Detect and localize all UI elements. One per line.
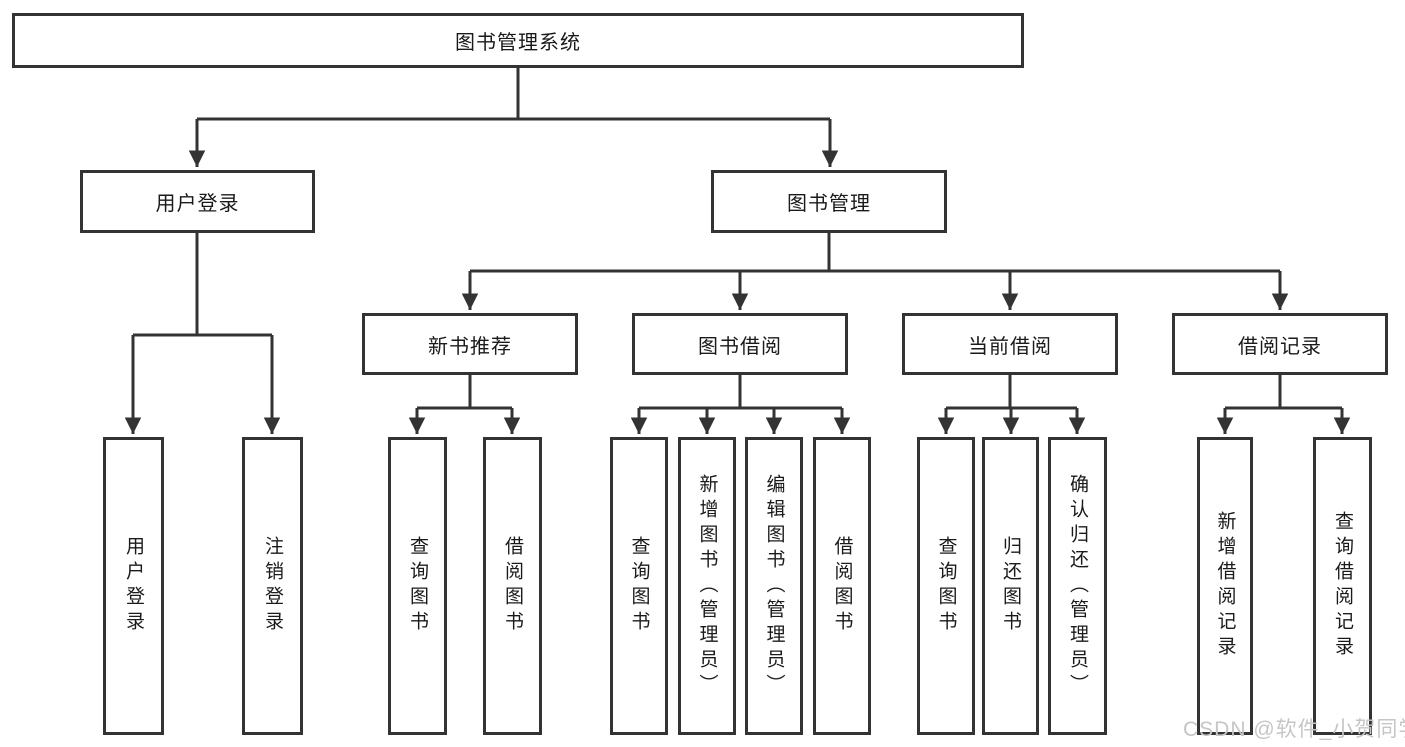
node-leaf-confirm-return-admin: 确认归还（管理员）	[1048, 437, 1107, 735]
node-root-system: 图书管理系统	[12, 13, 1024, 68]
node-label: 查询图书	[935, 536, 957, 636]
node-label: 图书借阅	[698, 335, 782, 358]
node-label: 用户登录	[155, 193, 240, 215]
node-leaf-query-books-3: 查询图书	[917, 437, 975, 735]
node-label: 借阅图书	[502, 536, 523, 636]
node-leaf-logout: 注销登录	[242, 437, 303, 735]
node-new-book-recommend: 新书推荐	[362, 313, 578, 375]
node-label: 注销登录	[262, 536, 283, 636]
node-book-management-branch: 图书管理	[711, 170, 947, 233]
node-label: 新增借阅记录	[1214, 511, 1236, 661]
node-book-borrow: 图书借阅	[632, 313, 848, 375]
node-label: 借阅图书	[831, 536, 853, 636]
node-leaf-return-books: 归还图书	[982, 437, 1039, 735]
node-label: 用户登录	[123, 536, 144, 636]
csdn-watermark: CSDN @软件_小贺同学	[1183, 718, 1405, 741]
node-leaf-query-borrow-record: 查询借阅记录	[1313, 437, 1372, 735]
node-leaf-add-borrow-record: 新增借阅记录	[1197, 437, 1253, 735]
node-leaf-user-login: 用户登录	[103, 437, 164, 735]
node-leaf-borrow-books-2: 借阅图书	[813, 437, 871, 735]
node-label: 归还图书	[1000, 536, 1021, 636]
node-leaf-edit-books-admin: 编辑图书（管理员）	[745, 437, 803, 735]
node-label: 当前借阅	[968, 335, 1052, 358]
node-current-borrow: 当前借阅	[902, 313, 1118, 375]
node-label: 借阅记录	[1238, 335, 1322, 358]
node-leaf-borrow-books-1: 借阅图书	[483, 437, 542, 735]
node-label: 编辑图书（管理员）	[763, 473, 785, 699]
node-label: 查询图书	[628, 536, 650, 636]
node-leaf-query-books-1: 查询图书	[388, 437, 447, 735]
node-label: 新增图书（管理员）	[696, 473, 718, 699]
node-label: 确认归还（管理员）	[1067, 473, 1088, 699]
node-label: 图书管理	[787, 193, 871, 215]
node-label: 新书推荐	[428, 335, 512, 358]
node-label: 查询图书	[407, 536, 428, 636]
node-user-login-branch: 用户登录	[80, 170, 315, 233]
node-leaf-add-books-admin: 新增图书（管理员）	[678, 437, 736, 735]
node-borrow-records: 借阅记录	[1172, 313, 1388, 375]
node-label: 图书管理系统	[455, 32, 581, 54]
node-leaf-query-books-2: 查询图书	[610, 437, 668, 735]
node-label: 查询借阅记录	[1332, 511, 1353, 661]
